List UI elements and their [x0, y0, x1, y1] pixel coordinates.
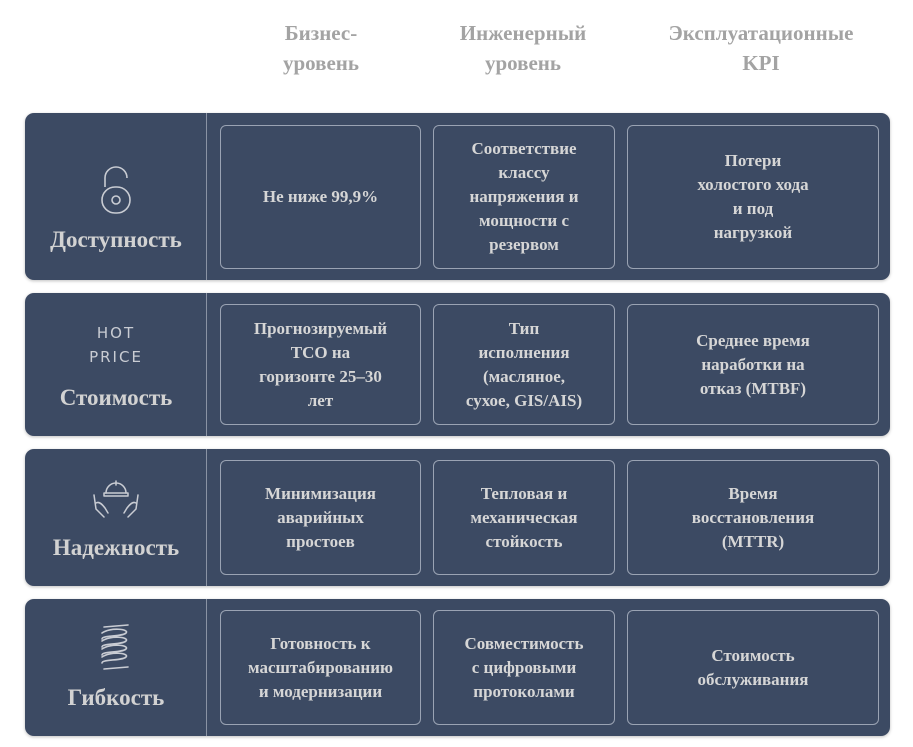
column-header-kpi: Эксплуатационные KPI: [668, 21, 854, 75]
row-title: Гибкость: [67, 685, 165, 710]
row-availability: Доступность Не ниже 99,9% Соответствие к…: [25, 113, 890, 280]
cell-engineering: Тип исполнения (масляное, сухое, GIS/AIS…: [433, 304, 615, 425]
spring-icon: [25, 623, 207, 673]
row-title: Надежность: [52, 535, 180, 560]
row-label-cost: HOT PRICE Стоимость: [25, 293, 207, 436]
cell-kpi: Время восстановления (MTTR): [627, 460, 879, 575]
row-title: Стоимость: [59, 385, 173, 410]
row-label-availability: Доступность: [25, 113, 207, 280]
row-reliability: Надежность Минимизация аварийных простое…: [25, 449, 890, 586]
cell-business: Готовность к масштабированию и модерниза…: [220, 610, 421, 725]
cell-kpi: Потери холостого хода и под нагрузкой: [627, 125, 879, 269]
row-label-flexibility: Гибкость: [25, 599, 207, 736]
cell-engineering: Соответствие классу напряжения и мощност…: [433, 125, 615, 269]
icon-text-price: PRICE: [89, 348, 143, 366]
cell-kpi: Стоимость обслуживания: [627, 610, 879, 725]
cell-business: Минимизация аварийных простоев: [220, 460, 421, 575]
column-header-business: Бизнес- уровень: [282, 21, 360, 75]
cell-business: Прогнозируемый TCO на горизонте 25–30 ле…: [220, 304, 421, 425]
row-label-reliability: Надежность: [25, 449, 207, 586]
padlock-icon: [25, 165, 207, 217]
column-header-engineering: Инженерный уровень: [459, 21, 587, 75]
icon-text-hot: HOT: [96, 324, 136, 342]
hands-helmet-icon: [25, 473, 207, 523]
cell-engineering: Тепловая и механическая стойкость: [433, 460, 615, 575]
cell-engineering: Совместимость с цифровыми протоколами: [433, 610, 615, 725]
row-title: Доступность: [50, 227, 182, 252]
hot-price-icon: HOT PRICE: [25, 321, 207, 369]
cell-business: Не ниже 99,9%: [220, 125, 421, 269]
row-cost: HOT PRICE Стоимость Прогнозируемый TCO н…: [25, 293, 890, 436]
row-flexibility: Гибкость Готовность к масштабированию и …: [25, 599, 890, 736]
cell-kpi: Среднее время наработки на отказ (MTBF): [627, 304, 879, 425]
